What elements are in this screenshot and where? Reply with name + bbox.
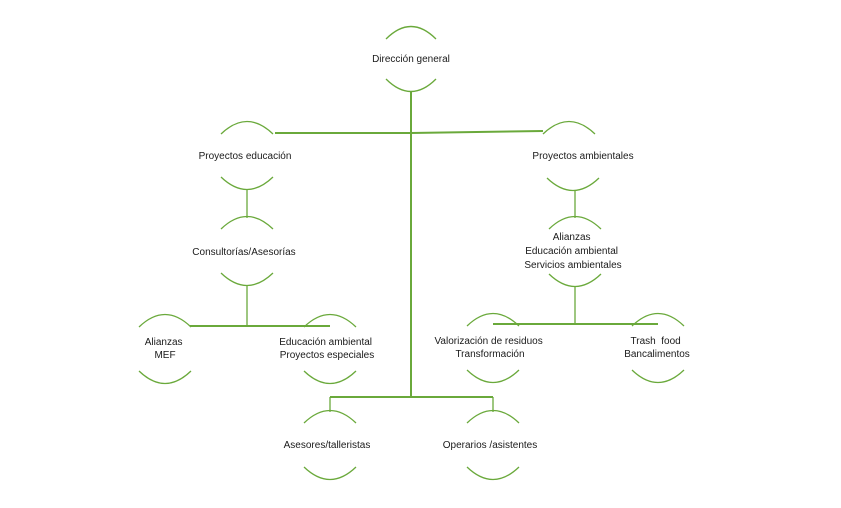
connector-top-bar-right	[410, 130, 544, 134]
node-direccion-general: Dirección general	[372, 25, 450, 93]
node-label: Alianzas Educación ambiental Servicios a…	[524, 232, 621, 271]
node-arc-bottom	[466, 466, 520, 480]
node-arc-top	[220, 121, 274, 135]
node-arc-top	[220, 216, 274, 230]
node-arc-top	[542, 121, 596, 135]
node-arc-bottom	[303, 370, 357, 384]
node-label: Proyectos educación	[199, 151, 292, 162]
node-arc-top	[303, 410, 357, 424]
node-arc-bottom	[548, 273, 602, 287]
node-trash-food: Trash food Bancalimentos	[624, 313, 690, 383]
node-arc-bottom	[546, 177, 600, 191]
node-alianzas-servicios: Alianzas Educación ambiental Servicios a…	[524, 216, 622, 287]
node-educacion-proyectos-especiales: Educación ambiental Proyectos especiales	[279, 314, 375, 384]
node-label: Consultorías/Asesorías	[192, 247, 295, 258]
node-proyectos-ambientales: Proyectos ambientales	[532, 121, 634, 191]
node-label: Valorización de residuos Transformación	[435, 336, 546, 360]
node-arc-bottom	[220, 176, 274, 190]
connectors	[190, 92, 658, 412]
node-arc-bottom	[385, 78, 437, 93]
node-asesores: Asesores/talleristas	[284, 410, 371, 480]
node-consultorias: Consultorías/Asesorías	[192, 216, 296, 286]
node-arc-bottom	[466, 369, 520, 383]
node-proyectos-educacion: Proyectos educación	[199, 121, 292, 190]
node-label: Alianzas MEF	[145, 337, 186, 361]
node-valorizacion: Valorización de residuos Transformación	[435, 313, 546, 383]
node-label: Educación ambiental Proyectos especiales	[279, 337, 375, 361]
node-arc-top	[466, 410, 520, 424]
node-operarios: Operarios /asistentes	[443, 410, 538, 480]
node-arc-bottom	[138, 370, 192, 384]
node-arc-top	[631, 313, 685, 327]
node-arc-bottom	[631, 369, 685, 383]
node-arc-top	[548, 216, 602, 230]
node-label: Operarios /asistentes	[443, 440, 538, 451]
node-label: Asesores/talleristas	[284, 440, 371, 451]
node-alianzas-mef: Alianzas MEF	[138, 314, 192, 384]
node-label: Trash food Bancalimentos	[624, 336, 690, 360]
node-arc-top	[138, 314, 192, 328]
node-arc-top	[303, 314, 357, 328]
node-arc-top	[466, 313, 520, 327]
node-label: Proyectos ambientales	[532, 151, 633, 162]
node-arc-top	[385, 25, 437, 40]
node-label: Dirección general	[372, 54, 450, 65]
node-arc-bottom	[220, 272, 274, 286]
node-arc-bottom	[303, 466, 357, 480]
